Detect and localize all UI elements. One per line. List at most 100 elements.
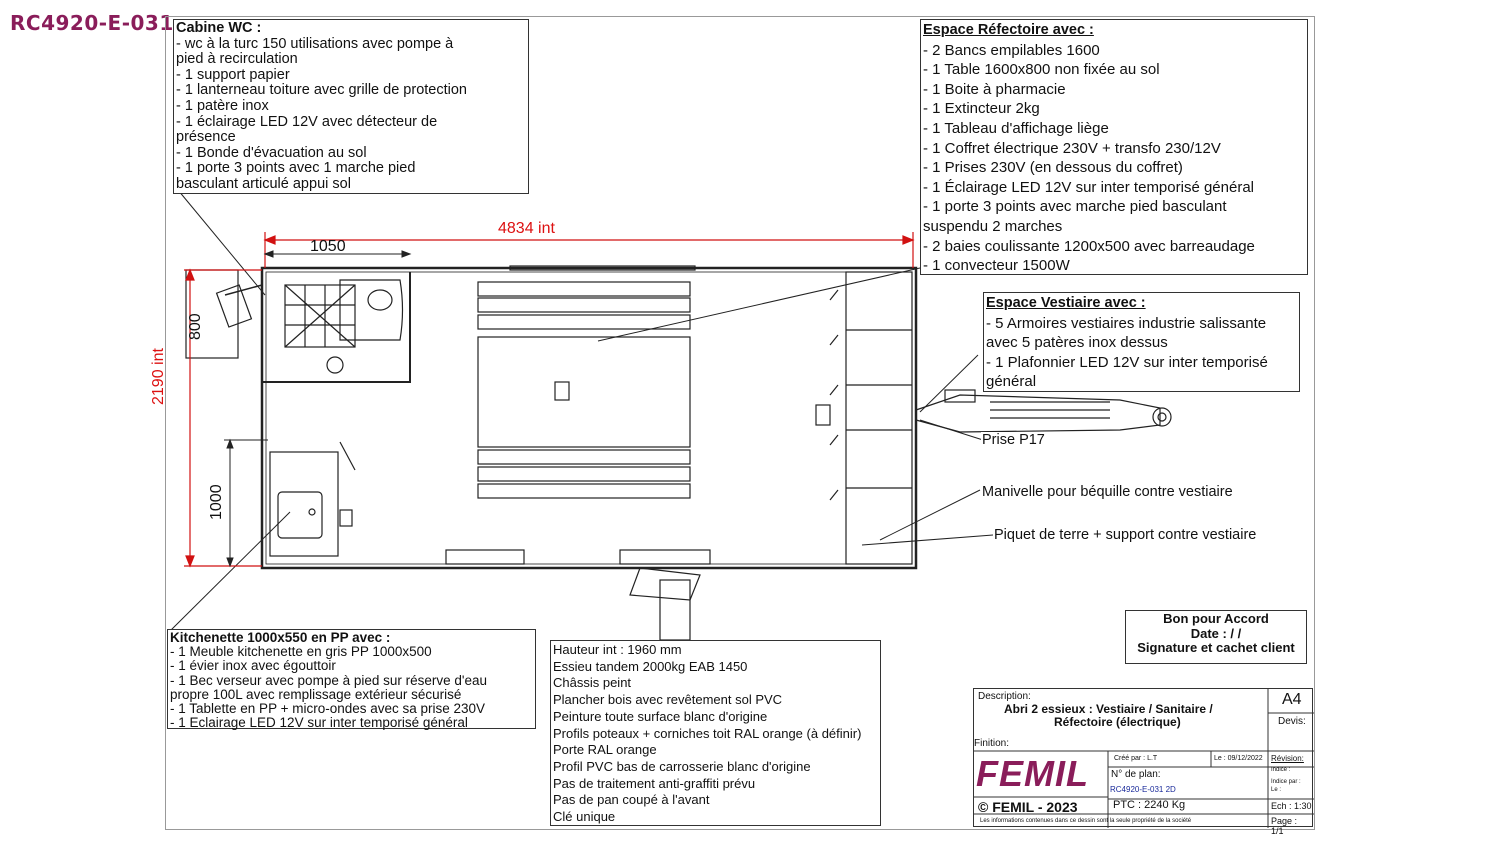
wc-cabin-grid: [284, 284, 356, 348]
cabine-wc-line: - wc à la turc 150 utilisations avec pom…: [176, 35, 454, 52]
kitchenette-line: - 1 Eclairage LED 12V sur inter temporis…: [170, 715, 468, 731]
kitchenette-line: - 1 évier inox avec égouttoir: [170, 658, 336, 674]
kitchenette-box: Kitchenette 1000x550 en PP avec : - 1 Me…: [167, 629, 536, 731]
cabine-wc-line: - 1 lanterneau toiture avec grille de pr…: [176, 82, 467, 99]
echelle: Ech : 1:30: [1271, 801, 1312, 811]
accord-line3: Signature et cachet client: [1137, 640, 1295, 655]
kitchenette-title: Kitchenette 1000x550 en PP avec :: [170, 630, 391, 645]
table: [477, 336, 691, 448]
callout-prise: Prise P17: [981, 432, 1046, 448]
refectoire-line: - 1 Table 1600x800 non fixée au sol: [923, 61, 1160, 79]
vestiaire-title: Espace Vestiaire avec :: [986, 295, 1146, 311]
kitchenette-line: propre 100L avec remplissage extérieur s…: [170, 686, 462, 702]
cabine-wc-line: - 1 patère inox: [176, 97, 269, 114]
drawbar: [915, 394, 1161, 433]
spec-line: Hauteur int : 1960 mm: [553, 642, 682, 657]
callout-manivelle: Manivelle pour béquille contre vestiaire: [981, 484, 1234, 500]
refectoire-line: - 1 Boite à pharmacie: [923, 80, 1066, 98]
kitchenette-line: - 1 Bec verseur avec pompe à pied sur ré…: [170, 672, 487, 688]
shell-outline: [260, 266, 918, 570]
description-label: Description:: [978, 691, 1031, 702]
refectoire-line: - 1 Prises 230V (en dessous du coffret): [923, 159, 1183, 177]
cabine-wc-line: - 1 porte 3 points avec 1 marche pied: [176, 160, 416, 177]
spec-line: Profil PVC bas de carrosserie blanc d'or…: [553, 758, 811, 774]
refectoire-box: Espace Réfectoire avec : - 2 Bancs empil…: [920, 19, 1308, 275]
specs-box: Hauteur int : 1960 mm Essieu tandem 2000…: [550, 640, 881, 826]
turkish-toilet: [339, 279, 404, 341]
accord-line1: Bon pour Accord: [1163, 611, 1269, 626]
dimension-kitchen: 1000: [208, 484, 225, 520]
accord-line2: Date : / /: [1190, 625, 1242, 641]
refectoire-line: suspendu 2 marches: [923, 217, 1063, 235]
spec-line: Essieu tandem 2000kg EAB 1450: [553, 658, 748, 674]
spec-line: Pas de traitement anti-graffiti prévu: [553, 775, 756, 791]
spec-line: Profils poteaux + corniches toit RAL ora…: [553, 725, 862, 741]
devis-label: Devis:: [1278, 716, 1306, 727]
accord-box: Bon pour Accord Date : / / Signature et …: [1125, 610, 1307, 664]
spec-line: Clé unique: [553, 809, 616, 825]
finition-label: Finition:: [974, 738, 1010, 749]
spec-line: Porte RAL orange: [553, 742, 657, 758]
kitchenette-line: - 1 Meuble kitchenette en gris PP 1000x5…: [170, 644, 432, 660]
spec-line: Pas de pan coupé à l'avant: [553, 792, 710, 808]
copyright: © FEMIL - 2023: [978, 799, 1078, 815]
refectoire-line: - 2 baies coulissante 1200x500 avec barr…: [923, 237, 1255, 255]
cabine-wc-line: pied à recirculation: [176, 51, 298, 68]
cabine-wc-line: présence: [176, 129, 236, 146]
spec-line: Plancher bois avec revêtement sol PVC: [553, 692, 783, 708]
pump-pedal: [326, 356, 344, 374]
cree-par: Créé par : L.T: [1114, 755, 1158, 762]
dimension-wc-width: 1050: [310, 238, 346, 255]
cabine-wc-line: - 1 éclairage LED 12V avec détecteur de: [176, 113, 438, 130]
vestiaire-line: - 1 Plafonnier LED 12V sur inter tempori…: [986, 353, 1268, 371]
refectoire-line: - 2 Bancs empilables 1600: [923, 41, 1100, 59]
title-block: Description: Abri 2 essieux : Vestiaire …: [973, 688, 1314, 836]
dimension-wc-depth: 800: [187, 313, 204, 340]
refectoire-line: - 1 porte 3 points avec marche pied basc…: [923, 198, 1227, 216]
femil-logo: FEMIL: [976, 753, 1089, 794]
indice-par-label: Indice par :: [1271, 779, 1301, 785]
page-number: Page : 1/1: [1271, 816, 1298, 836]
description-line1: Abri 2 essieux : Vestiaire / Sanitaire /: [1004, 702, 1213, 716]
callout-piquet: Piquet de terre + support contre vestiai…: [993, 527, 1258, 543]
plan-label: N° de plan:: [1111, 769, 1161, 780]
cabine-wc-box: Cabine WC : - wc à la turc 150 utilisati…: [173, 19, 529, 194]
spec-line: Peinture toute surface blanc d'origine: [553, 708, 768, 724]
drawing-sheet: [165, 16, 1315, 830]
bench-top-1: [477, 281, 691, 297]
electric-box: [815, 404, 831, 426]
sink: [277, 491, 323, 539]
cabine-wc-line: basculant articulé appui sol: [176, 175, 351, 192]
kitchen-unit: [269, 451, 339, 557]
vestiaire-line: avec 5 patères inox dessus: [986, 334, 1168, 352]
cabine-wc-line: - 1 Bonde d'évacuation au sol: [176, 144, 367, 161]
refectoire-line: - 1 Extincteur 2kg: [923, 100, 1040, 118]
refectoire-line: - 1 Éclairage LED 12V sur inter temporis…: [923, 178, 1254, 196]
dimension-length: 4834 int: [498, 220, 555, 237]
kitchenette-line: - 1 Tablette en PP + micro-ondes avec sa…: [170, 701, 486, 717]
refectoire-title: Espace Réfectoire avec :: [923, 22, 1094, 38]
door-step: [659, 579, 691, 641]
wc-partition: [262, 272, 411, 383]
cabine-wc-title: Cabine WC :: [176, 20, 262, 36]
refectoire-line: - 1 Tableau d'affichage liège: [923, 119, 1109, 137]
refectoire-line: - 1 Coffret électrique 230V + transfo 23…: [923, 139, 1221, 157]
indice-label: Indice :: [1271, 767, 1291, 773]
description-line2: Réfectoire (électrique): [1054, 715, 1181, 729]
format: A4: [1282, 691, 1302, 708]
le-label: Le :: [1271, 787, 1282, 793]
ptc: PTC : 2240 Kg: [1113, 799, 1186, 811]
vestiaire-line: général: [986, 373, 1037, 391]
refectoire-line: - 1 convecteur 1500W: [923, 257, 1070, 275]
plan-number: RC4920-E-031 2D: [1110, 785, 1176, 794]
cabine-wc-line: - 1 support papier: [176, 66, 290, 83]
spec-line: Châssis peint: [553, 675, 632, 691]
date: Le : 09/12/2022: [1214, 755, 1263, 762]
disclaimer: Les informations contenues dans ce dessi…: [980, 818, 1192, 824]
vestiaire-line: - 5 Armoires vestiaires industrie saliss…: [986, 314, 1267, 332]
table-icon: [554, 381, 570, 401]
revision-label: Révision:: [1271, 754, 1304, 763]
title-block-grid: [974, 689, 1314, 828]
lockers: [845, 271, 913, 565]
